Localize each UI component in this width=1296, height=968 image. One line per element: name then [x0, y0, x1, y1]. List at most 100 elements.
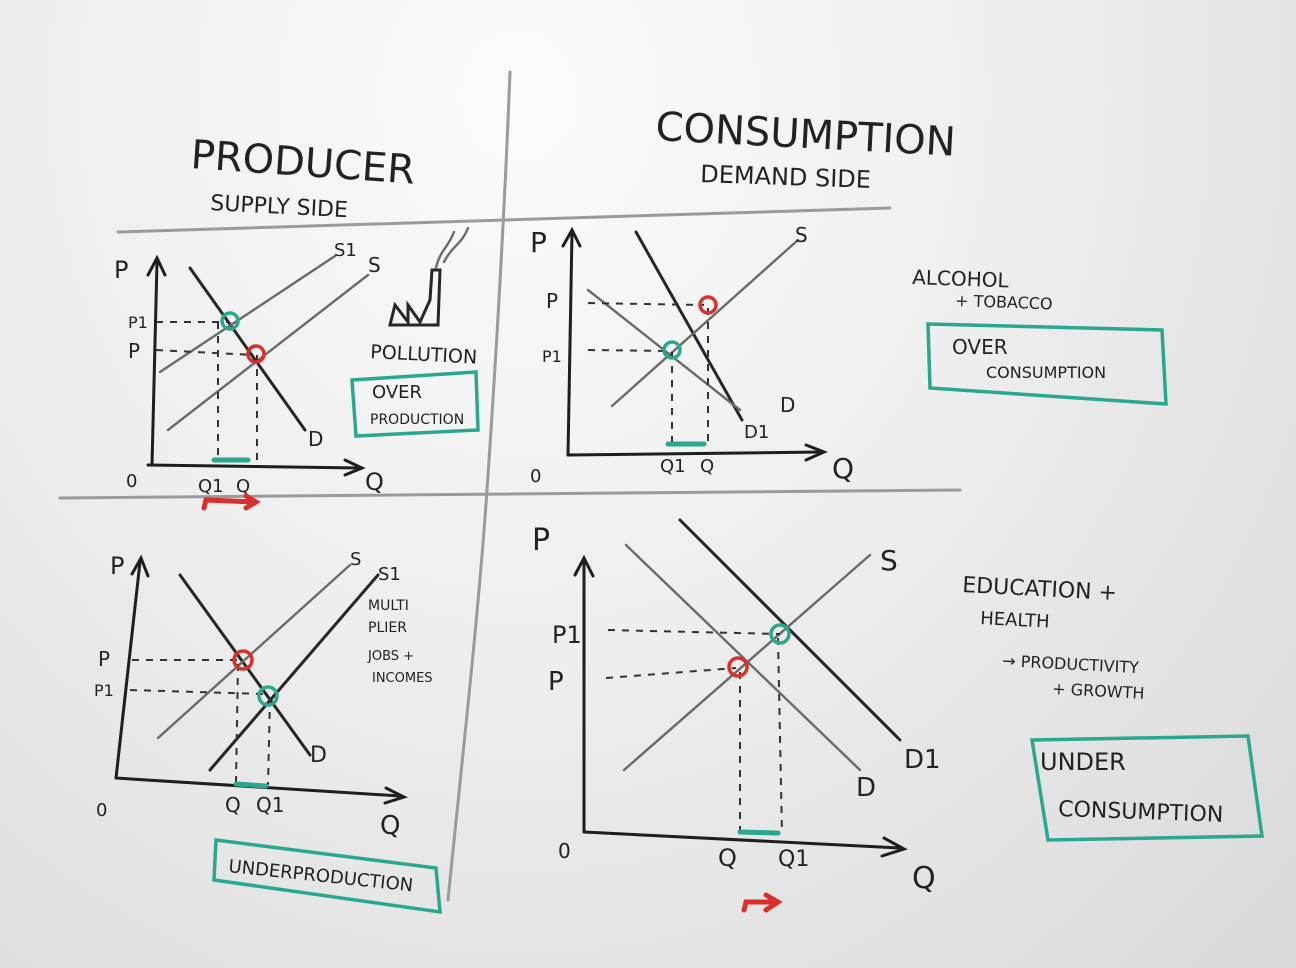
- tl-axis-p-label: P: [114, 256, 128, 284]
- bl-quantity-label-2: Q1: [256, 793, 284, 817]
- br-curve-label-d1: D1: [904, 745, 941, 775]
- tl-price-label-1: P1: [128, 313, 148, 332]
- br-box-line-2: CONSUMPTION: [1058, 797, 1224, 828]
- bl-underproduction-box: [212, 838, 442, 915]
- tl-curve-label-d: D: [308, 427, 323, 451]
- producer-title: PRODUCER: [189, 132, 416, 194]
- bl-p-axis: [114, 560, 142, 780]
- tr-curve-label-d: D: [780, 393, 795, 417]
- br-box-line-1: UNDER: [1040, 748, 1126, 776]
- factory-icon: [388, 268, 442, 327]
- tl-supply-s-curve: [166, 273, 370, 432]
- tl-q-axis: [146, 463, 362, 470]
- tr-supply-curve: [610, 238, 800, 408]
- graph-top-right: P Q 0 P P1 Q1 Q S D D1 ALCOHOL + TOBACCO…: [530, 223, 1168, 487]
- br-side-label-line-3: → PRODUCTIVITY: [1002, 651, 1140, 677]
- tl-p-axis: [150, 260, 159, 467]
- bl-dash-p1: [129, 689, 265, 695]
- tr-p-arrow: [561, 226, 582, 248]
- tr-axis-p-label: P: [530, 226, 547, 259]
- bl-q-arrow: [383, 786, 408, 805]
- bl-supply-s-curve: [156, 563, 352, 740]
- tl-over-production-box: [350, 370, 480, 438]
- bl-price-label-1: P: [98, 647, 110, 671]
- br-curve-label-d: D: [856, 773, 876, 803]
- br-side-label-line-2: HEALTH: [980, 608, 1050, 633]
- tl-box-line-2: PRODUCTION: [370, 412, 464, 428]
- consumption-subtitle: DEMAND SIDE: [700, 160, 872, 194]
- tl-side-label-pollution: POLLUTION: [370, 341, 478, 369]
- vertical-divider: [446, 70, 512, 902]
- tr-dash-p: [587, 302, 705, 306]
- br-marker-red: [727, 656, 749, 678]
- tr-quantity-label-1: Q1: [660, 456, 686, 477]
- br-dash-p: [605, 667, 737, 679]
- tr-quantity-label-2: Q: [700, 456, 714, 477]
- tl-quantity-label-1: Q1: [198, 476, 224, 497]
- tl-marker-teal: [220, 311, 240, 331]
- bl-curve-label-s1: S1: [378, 564, 401, 585]
- bl-origin-label: 0: [96, 800, 107, 821]
- br-origin-label: 0: [558, 839, 571, 863]
- middle-horizontal-divider: [58, 488, 962, 500]
- br-axis-q-label: Q: [912, 861, 936, 896]
- tl-demand-curve: [188, 266, 307, 432]
- tl-axis-q-label: Q: [365, 468, 384, 496]
- smoke-icon: [434, 226, 470, 270]
- tr-dash-p1: [587, 349, 671, 352]
- bl-side-label-line-2: PLIER: [368, 620, 407, 636]
- graph-top-left: P Q 0 P1 P Q1 Q S1 S D POLLUTION OVER PR…: [114, 226, 480, 511]
- tl-red-arrow: [201, 497, 257, 511]
- br-p-arrow: [573, 554, 595, 578]
- tl-red-arrowhead: [243, 493, 261, 511]
- br-curve-label-s: S: [880, 544, 898, 577]
- tl-marker-red: [246, 344, 266, 364]
- tr-q-arrow: [804, 443, 828, 462]
- tr-curve-label-d1: D1: [744, 422, 769, 443]
- bl-curve-label-s: S: [350, 549, 361, 570]
- bl-p-arrow: [130, 554, 150, 578]
- br-quantity-gap: [737, 829, 781, 836]
- br-axis-p-label: P: [532, 523, 550, 558]
- tl-p-arrow: [146, 254, 167, 277]
- bl-axis-q-label: Q: [380, 811, 400, 841]
- bl-dash-q1: [267, 697, 271, 786]
- bl-quantity-gap: [233, 781, 269, 789]
- br-quantity-label-2: Q1: [778, 847, 809, 872]
- tl-q-arrow: [343, 458, 366, 477]
- br-demand-d1-curve: [678, 518, 902, 742]
- tr-box-line-2: CONSUMPTION: [986, 363, 1106, 382]
- top-horizontal-divider: [116, 206, 892, 234]
- tr-price-label-1: P: [546, 289, 558, 313]
- tr-box-line-1: OVER: [952, 335, 1008, 359]
- bl-side-label-line-3: JOBS +: [367, 649, 414, 664]
- tl-quantity-label-2: Q: [236, 476, 250, 497]
- tr-axis-q-label: Q: [832, 452, 854, 485]
- consumption-title: CONSUMPTION: [654, 104, 956, 166]
- bl-curve-label-d: D: [310, 743, 327, 768]
- br-dash-q1: [777, 637, 783, 835]
- tr-origin-label: 0: [530, 466, 541, 487]
- bl-supply-s1-curve: [208, 573, 380, 772]
- tr-demand-d1-curve: [634, 230, 744, 422]
- tl-price-label-2: P: [128, 339, 140, 363]
- br-q-arrow: [880, 836, 908, 858]
- bl-marker-red: [232, 649, 254, 671]
- bl-side-label-line-4: INCOMES: [372, 671, 433, 686]
- tl-curve-label-s1: S1: [334, 240, 357, 261]
- tr-price-label-2: P1: [542, 347, 562, 366]
- br-marker-teal: [769, 623, 791, 645]
- tr-marker-teal: [662, 340, 682, 360]
- tl-box-line-1: OVER: [372, 382, 422, 403]
- bl-axis-p-label: P: [110, 552, 124, 580]
- br-dash-p1: [607, 629, 781, 635]
- tr-side-label-line-2: + TOBACCO: [955, 291, 1053, 313]
- bl-dash-q: [235, 663, 239, 783]
- br-side-label-line-1: EDUCATION +: [962, 573, 1118, 606]
- br-under-consumption-box: [1029, 734, 1265, 842]
- tr-marker-red: [698, 295, 718, 315]
- tl-dash-p: [155, 349, 255, 356]
- br-red-arrowhead: [763, 892, 783, 913]
- bl-quantity-label-1: Q: [225, 793, 241, 817]
